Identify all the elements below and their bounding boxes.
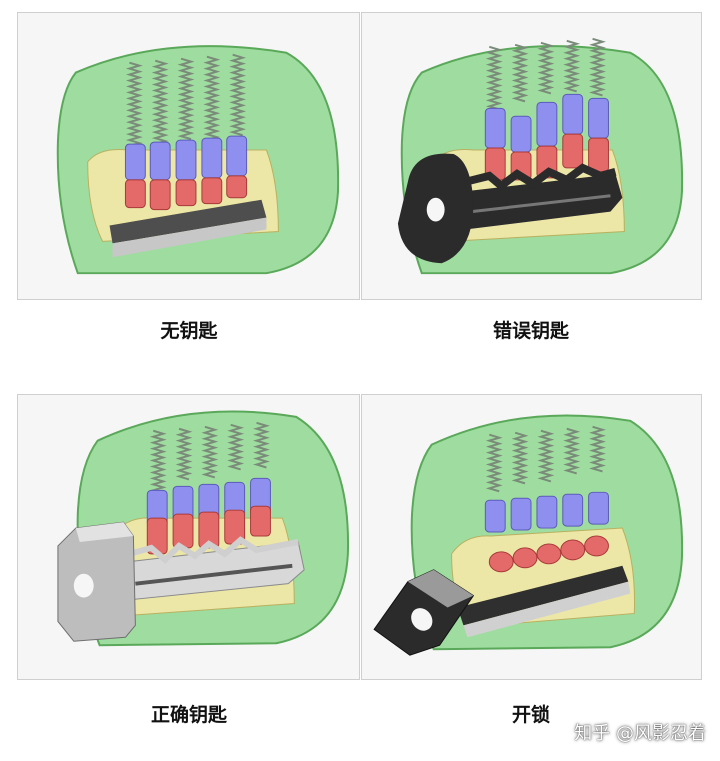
lock-illustration-correct-key [57, 410, 349, 647]
lock-panel-correct-key [17, 394, 360, 680]
caption-wrong-key: 错误钥匙 [492, 320, 569, 342]
lock-panel-wrong-key [361, 12, 702, 300]
key-wrong [397, 153, 623, 264]
key-hole [73, 573, 94, 598]
caption-no-key: 无钥匙 [160, 320, 218, 342]
driver-pins [146, 477, 271, 527]
lock-illustration-wrong-key [397, 37, 684, 275]
key-correct [57, 521, 305, 642]
watermark: 知乎 @风影忍着 [574, 723, 706, 744]
driver-pins [484, 93, 609, 153]
key-pins [124, 175, 248, 211]
caption-unlock: 开锁 [511, 704, 550, 726]
driver-pins [484, 491, 609, 533]
lock-illustration-unlock [373, 414, 684, 656]
key-hole [411, 608, 433, 631]
key-turned [373, 565, 631, 656]
key-pins-rotated [488, 535, 609, 573]
springs [485, 37, 606, 111]
springs [125, 53, 247, 150]
springs [149, 421, 270, 495]
keyway [109, 199, 267, 258]
lock-panel-unlock [361, 394, 702, 680]
key-pins [484, 133, 609, 181]
lock-illustration-no-key [56, 45, 340, 275]
springs [485, 425, 606, 493]
driver-pins [124, 135, 248, 181]
lock-panel-no-key [17, 12, 360, 300]
caption-correct-key: 正确钥匙 [150, 704, 227, 726]
key-hole [426, 197, 445, 222]
